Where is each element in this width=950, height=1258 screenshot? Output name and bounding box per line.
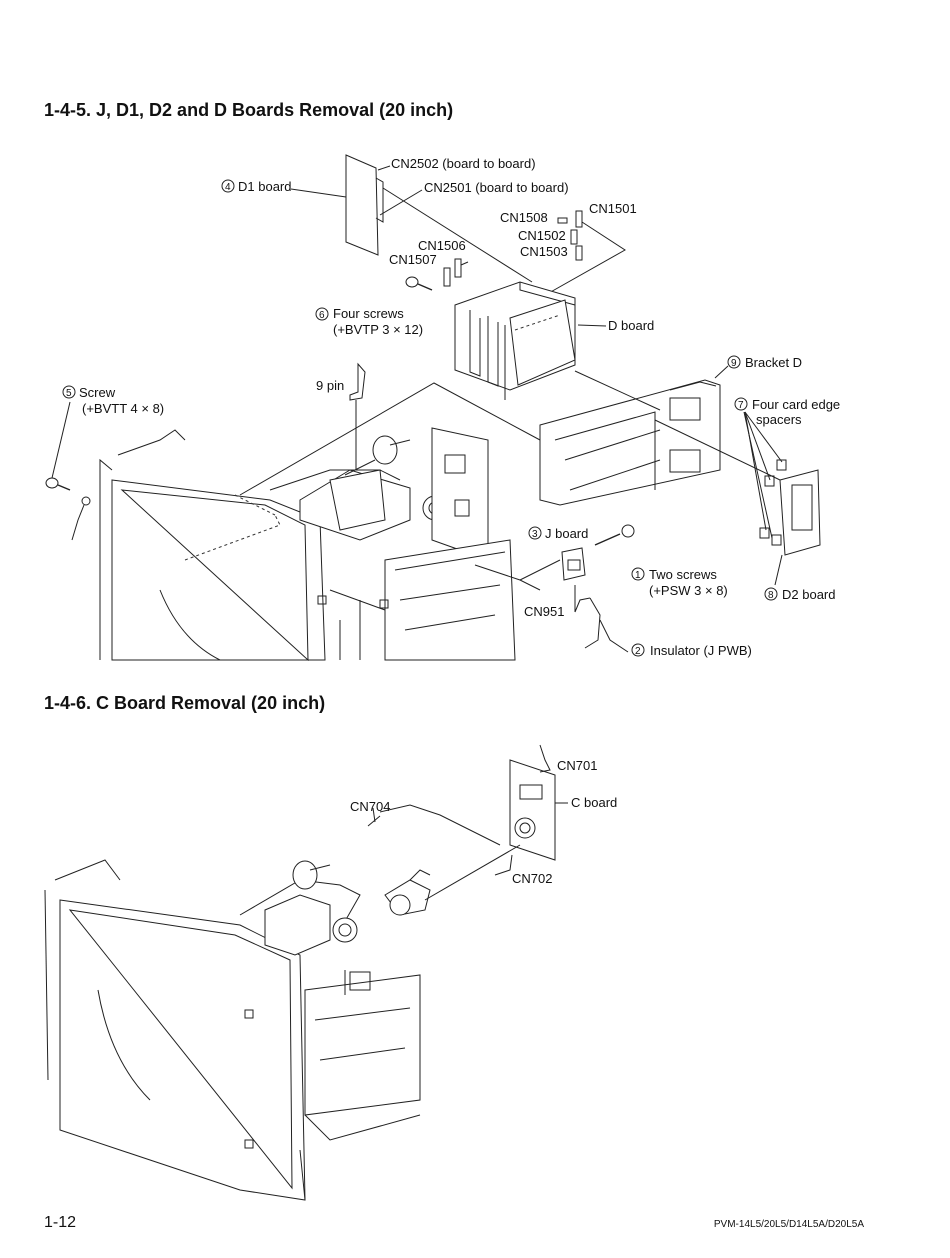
callout-number-3: 3 xyxy=(532,529,538,540)
label-screw: Screw xyxy=(79,385,116,400)
crt-socket-drawing xyxy=(384,844,521,916)
label-four-screws: Four screws xyxy=(333,306,404,321)
d-board-screw xyxy=(405,276,433,291)
callout-number-8: 8 xyxy=(768,590,774,601)
chassis-2-drawing xyxy=(44,859,421,1201)
c-board-drawing xyxy=(494,744,568,876)
label-nine-pin: 9 pin xyxy=(316,378,344,393)
d-board-drawing xyxy=(454,281,607,400)
callout-circle-8 xyxy=(764,587,778,601)
label-four-screws-spec: (+BVTP 3 × 12) xyxy=(333,322,423,337)
section-1-title: 1-4-5. J, D1, D2 and D Boards Removal (2… xyxy=(44,100,454,120)
boards-removal-diagram: CN2502 (board to board) CN2501 (board to… xyxy=(45,154,840,662)
callout-number-4: 4 xyxy=(225,182,231,193)
callout-circle-9 xyxy=(727,355,741,369)
label-cn2501: CN2501 (board to board) xyxy=(424,180,569,195)
label-spacers: spacers xyxy=(756,412,802,427)
callout-circle-2 xyxy=(631,643,645,657)
label-card-edge-spacers: Four card edge xyxy=(752,397,840,412)
screw-5-drawing xyxy=(45,401,91,541)
model-number: PVM-14L5/20L5/D14L5A/D20L5A xyxy=(713,1219,864,1230)
d2-board-drawing xyxy=(654,411,821,586)
label-two-screws: Two screws xyxy=(649,567,717,582)
label-two-screws-spec: (+PSW 3 × 8) xyxy=(649,583,728,598)
cn1501-connectors xyxy=(539,210,626,299)
label-cn701: CN701 xyxy=(557,758,597,773)
callout-number-6: 6 xyxy=(319,310,325,321)
chassis-drawing xyxy=(99,382,541,662)
callout-number-5: 5 xyxy=(66,388,72,399)
cn1506-connectors xyxy=(443,258,469,287)
bracket-d-drawing xyxy=(539,365,729,506)
label-cn2502: CN2502 (board to board) xyxy=(391,156,536,171)
label-cn1507: CN1507 xyxy=(389,252,437,267)
callout-circle-1 xyxy=(631,567,645,581)
label-cn1502: CN1502 xyxy=(518,228,566,243)
j-board-drawing xyxy=(519,524,635,653)
cn704-cable xyxy=(367,804,501,846)
nine-pin-connector xyxy=(349,362,366,470)
callout-circle-3 xyxy=(528,526,542,540)
label-cn951: CN951 xyxy=(524,604,564,619)
page-number: 1-12 xyxy=(44,1214,77,1231)
callout-number-1: 1 xyxy=(635,570,641,581)
label-bracket-d: Bracket D xyxy=(745,355,802,370)
label-d2-board: D2 board xyxy=(782,587,835,602)
callout-circle-6 xyxy=(315,307,329,321)
label-cn1501: CN1501 xyxy=(589,201,637,216)
label-cn702: CN702 xyxy=(512,871,552,886)
d1-board-drawing xyxy=(290,154,533,283)
label-insulator: Insulator (J PWB) xyxy=(650,643,752,658)
label-cn704: CN704 xyxy=(350,799,390,814)
callout-number-7: 7 xyxy=(738,400,744,411)
callout-number-2: 2 xyxy=(635,646,641,657)
section-2-title: 1-4-6. C Board Removal (20 inch) xyxy=(44,693,326,713)
label-d1-board: D1 board xyxy=(238,179,291,194)
label-c-board: C board xyxy=(571,795,617,810)
callout-number-9: 9 xyxy=(731,358,737,369)
label-cn1508: CN1508 xyxy=(500,210,548,225)
callout-circle-5 xyxy=(62,385,76,399)
label-screw-spec: (+BVTT 4 × 8) xyxy=(82,401,164,416)
c-board-removal-diagram: CN701 CN704 C board CN702 xyxy=(44,744,617,1201)
callout-circle-7 xyxy=(734,397,748,411)
label-cn1506: CN1506 xyxy=(418,238,466,253)
callout-circle-4 xyxy=(221,179,235,193)
label-cn1503: CN1503 xyxy=(520,244,568,259)
label-j-board: J board xyxy=(545,526,588,541)
label-d-board: D board xyxy=(608,318,654,333)
